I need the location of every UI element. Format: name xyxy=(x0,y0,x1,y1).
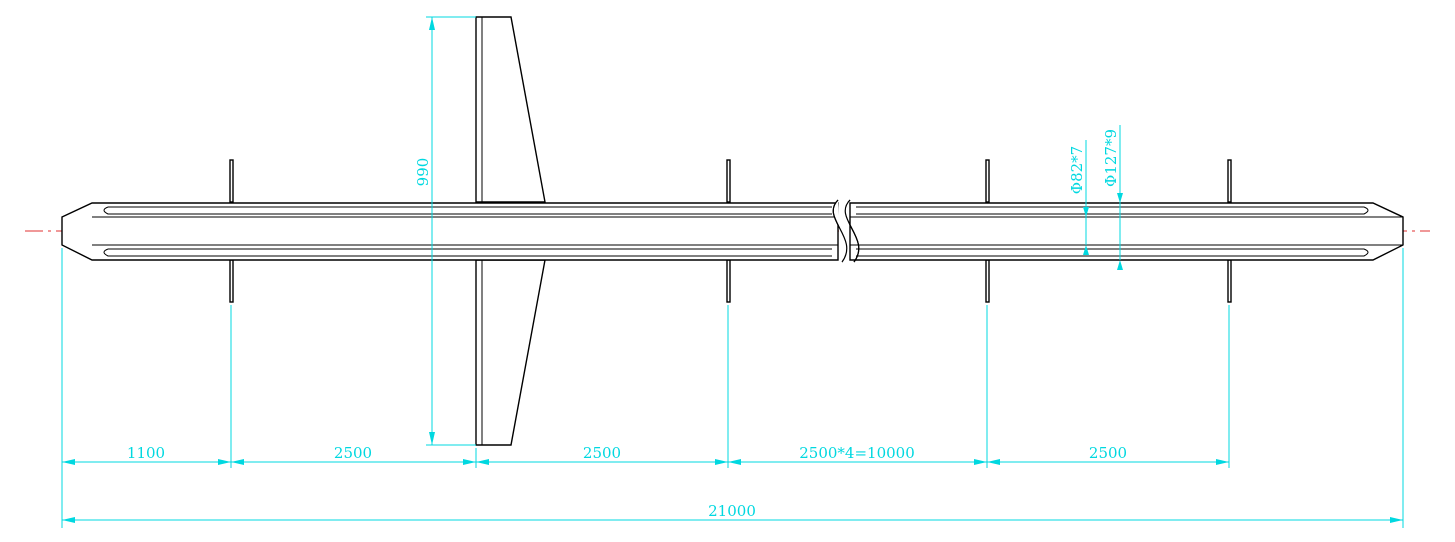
seg4-label: 2500*4=10000 xyxy=(799,444,915,462)
pipe-diameter-dimensions: Φ82*7 Φ127*9 xyxy=(1068,125,1123,270)
inner-pipe-label: Φ82*7 xyxy=(1068,146,1086,194)
pipe-left xyxy=(61,202,839,261)
total-label: 21000 xyxy=(708,502,756,520)
seg1-label: 1100 xyxy=(127,444,165,462)
fin-height-label: 990 xyxy=(414,158,432,187)
fin-height-dimension: 990 xyxy=(414,16,476,446)
segment-dimensions: 1100 2500 2500 2500*4=10000 2500 xyxy=(62,444,1229,465)
seg3-label: 2500 xyxy=(583,444,621,462)
total-dimension: 21000 xyxy=(62,502,1403,523)
extension-lines xyxy=(61,248,1404,528)
pipe-right xyxy=(849,202,1404,261)
seg5-label: 2500 xyxy=(1089,444,1127,462)
seg2-label: 2500 xyxy=(334,444,372,462)
large-fin xyxy=(475,16,546,446)
outer-pipe-label: Φ127*9 xyxy=(1102,129,1120,187)
break-symbol xyxy=(832,199,860,263)
